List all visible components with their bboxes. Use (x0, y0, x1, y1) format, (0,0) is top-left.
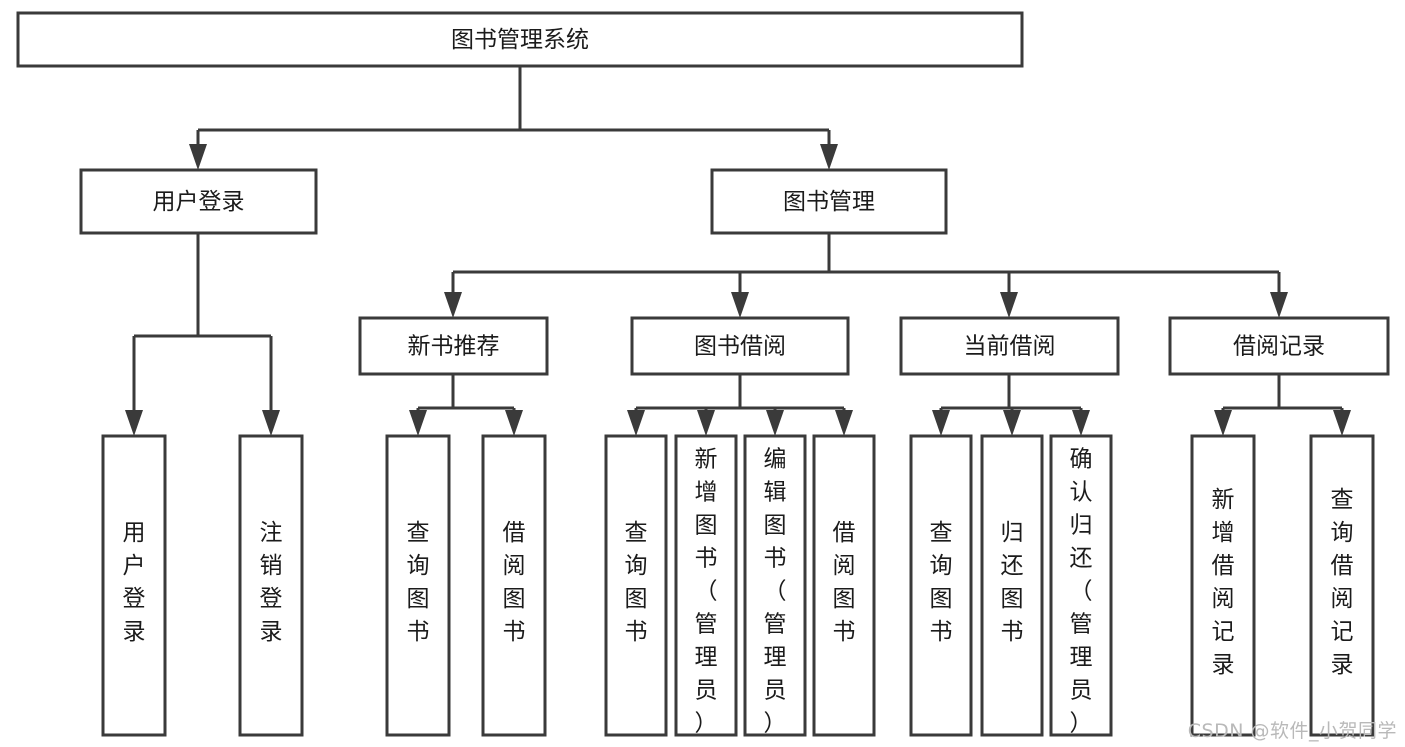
node-label: 借阅记录 (1233, 334, 1325, 360)
node-l3-图书借阅[interactable]: 图书借阅 (630, 316, 850, 376)
connector-books-to-level3 (444, 233, 1288, 318)
leaf-label: 借阅图书 (833, 520, 856, 645)
connector-root-to-level2 (189, 66, 838, 170)
leaf-node-借阅图书-3[interactable]: 借阅图书 (481, 434, 547, 737)
leaf-label: 借阅图书 (503, 520, 526, 645)
leaf-box[interactable] (1049, 434, 1113, 737)
leaf-node-新增图书管理员-5[interactable]: 新增图书（管理员） (674, 434, 738, 737)
arrow-head-icon (1214, 410, 1232, 436)
node-box[interactable] (630, 316, 850, 376)
arrow-head-icon (627, 410, 645, 436)
connector-current-to-leaves (932, 374, 1090, 436)
leaf-box[interactable] (1190, 434, 1256, 737)
leaf-node-查询图书-8[interactable]: 查询图书 (909, 434, 973, 737)
leaf-box[interactable] (101, 434, 167, 737)
leaf-box[interactable] (909, 434, 973, 737)
node-l2-图书管理[interactable]: 图书管理 (710, 168, 948, 235)
leaf-label: 新增借阅记录 (1212, 487, 1235, 678)
leaf-box[interactable] (743, 434, 807, 737)
leaf-node-借阅图书-7[interactable]: 借阅图书 (812, 434, 876, 737)
connector-record-to-leaves (1214, 374, 1351, 436)
leaf-label: 查询图书 (407, 520, 430, 645)
node-box[interactable] (1168, 316, 1390, 376)
arrow-head-icon (1003, 410, 1021, 436)
node-box[interactable] (79, 168, 318, 235)
arrow-head-icon (125, 410, 143, 436)
arrow-head-icon (505, 410, 523, 436)
arrow-head-icon (835, 410, 853, 436)
node-label: 图书借阅 (694, 334, 786, 360)
leaf-box[interactable] (604, 434, 668, 737)
arrow-head-icon (1072, 410, 1090, 436)
arrow-head-icon (262, 410, 280, 436)
leaf-box[interactable] (812, 434, 876, 737)
node-box[interactable] (358, 316, 549, 376)
arrow-head-icon (697, 410, 715, 436)
leaf-label: 确认归还（管理员） (1070, 447, 1093, 737)
leaf-node-确认归还管理员-10[interactable]: 确认归还（管理员） (1049, 434, 1113, 737)
leaf-node-查询图书-4[interactable]: 查询图书 (604, 434, 668, 737)
leaf-label: 查询借阅记录 (1331, 487, 1354, 678)
leaf-label: 注销登录 (260, 520, 283, 645)
leaf-label: 用户登录 (123, 520, 146, 645)
connector-newbook-to-leaves (409, 374, 523, 436)
arrow-head-icon (444, 292, 462, 318)
arrow-head-icon (409, 410, 427, 436)
connector-login-to-leaves (125, 233, 280, 436)
leaf-label: 编辑图书（管理员） (764, 447, 787, 737)
node-label: 图书管理 (783, 189, 875, 215)
leaf-node-新增借阅记录-11[interactable]: 新增借阅记录 (1190, 434, 1256, 737)
arrow-head-icon (189, 144, 207, 170)
leaf-node-查询借阅记录-12[interactable]: 查询借阅记录 (1309, 434, 1375, 737)
leaf-box[interactable] (385, 434, 451, 737)
node-label: 图书管理系统 (451, 27, 589, 53)
arrow-head-icon (766, 410, 784, 436)
arrow-head-icon (731, 292, 749, 318)
leaf-label: 查询图书 (930, 520, 953, 645)
leaf-box[interactable] (980, 434, 1044, 737)
watermark-label: CSDN @软件_小贺同学 (1187, 720, 1397, 742)
edge-layer (125, 66, 1351, 436)
node-box[interactable] (899, 316, 1120, 376)
leaf-node-查询图书-2[interactable]: 查询图书 (385, 434, 451, 737)
node-label: 用户登录 (153, 189, 245, 215)
arrow-head-icon (820, 144, 838, 170)
leaf-box[interactable] (674, 434, 738, 737)
arrow-head-icon (932, 410, 950, 436)
leaf-box[interactable] (238, 434, 304, 737)
node-label: 新书推荐 (408, 334, 500, 360)
leaf-node-归还图书-9[interactable]: 归还图书 (980, 434, 1044, 737)
node-root-图书管理系统[interactable]: 图书管理系统 (16, 11, 1024, 68)
arrow-head-icon (1333, 410, 1351, 436)
leaf-label: 归还图书 (1001, 520, 1024, 645)
node-layer: 图书管理系统用户登录图书管理新书推荐图书借阅当前借阅借阅记录用户登录注销登录查询… (16, 11, 1390, 737)
arrow-head-icon (1000, 292, 1018, 318)
node-l3-新书推荐[interactable]: 新书推荐 (358, 316, 549, 376)
leaf-box[interactable] (1309, 434, 1375, 737)
node-l3-借阅记录[interactable]: 借阅记录 (1168, 316, 1390, 376)
leaf-label: 查询图书 (625, 520, 648, 645)
leaf-node-用户登录-0[interactable]: 用户登录 (101, 434, 167, 737)
leaf-box[interactable] (481, 434, 547, 737)
leaf-label: 新增图书（管理员） (695, 447, 718, 737)
node-box[interactable] (710, 168, 948, 235)
node-label: 当前借阅 (964, 334, 1056, 360)
connector-borrow-to-leaves (627, 374, 853, 436)
node-l3-当前借阅[interactable]: 当前借阅 (899, 316, 1120, 376)
leaf-node-注销登录-1[interactable]: 注销登录 (238, 434, 304, 737)
arrow-head-icon (1270, 292, 1288, 318)
node-l2-用户登录[interactable]: 用户登录 (79, 168, 318, 235)
node-box[interactable] (16, 11, 1024, 68)
leaf-node-编辑图书管理员-6[interactable]: 编辑图书（管理员） (743, 434, 807, 737)
